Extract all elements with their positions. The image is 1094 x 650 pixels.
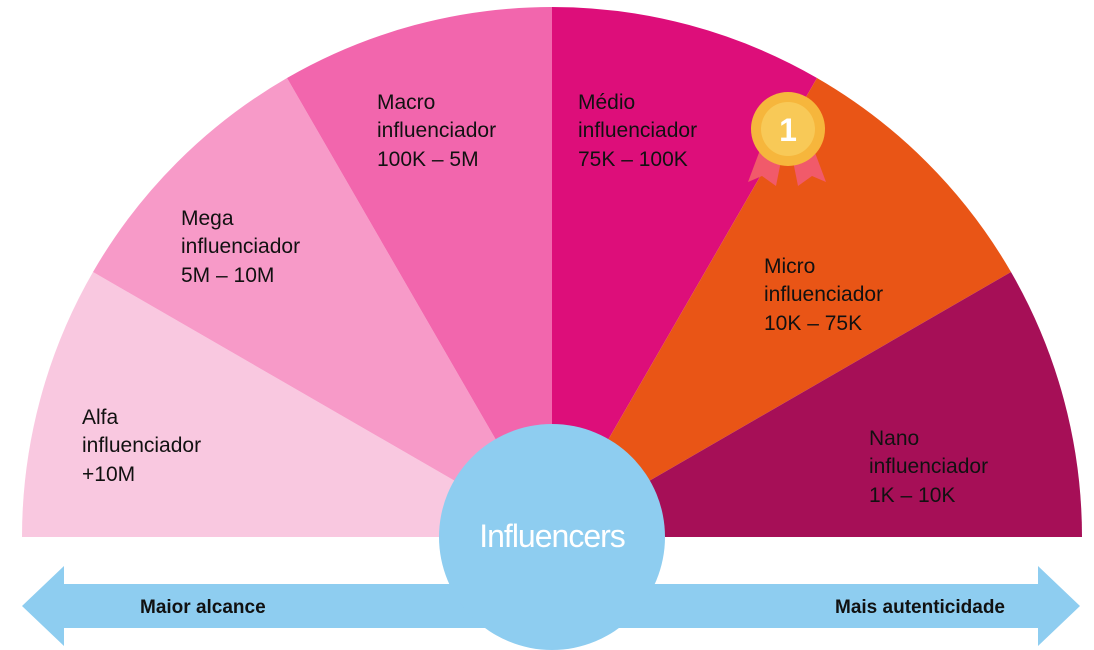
segment-medio xyxy=(552,6,817,537)
arrow-left-label: Maior alcance xyxy=(140,597,266,618)
arrow-right-label: Mais autenticidade xyxy=(835,597,1005,618)
segment-macro xyxy=(287,6,552,537)
segment-range: +10M xyxy=(82,463,135,486)
segment-label-alfa: Alfa influenciador +10M xyxy=(82,406,201,486)
segment-subtitle: influenciador xyxy=(377,119,496,142)
segment-subtitle: influenciador xyxy=(869,455,988,478)
segment-nano xyxy=(552,272,1082,537)
segment-range: 1K – 10K xyxy=(869,484,955,507)
segment-label-micro: Micro influenciador 10K – 75K xyxy=(764,255,883,335)
segment-range: 75K – 100K xyxy=(578,148,688,171)
segment-label-macro: Macro influenciador 100K – 5M xyxy=(377,91,496,171)
segment-subtitle: influenciador xyxy=(181,235,300,258)
segment-mega xyxy=(93,78,552,537)
segment-alfa xyxy=(21,272,552,537)
segments-group xyxy=(21,6,1082,537)
medal-number: 1 xyxy=(779,112,797,148)
segment-title: Micro xyxy=(764,255,815,278)
center-label: Influencers xyxy=(479,518,625,554)
medal-inner-disc xyxy=(761,102,815,156)
segment-title: Nano xyxy=(869,427,919,450)
segment-range: 5M – 10M xyxy=(181,264,274,287)
center-circle xyxy=(439,424,665,650)
first-place-medal-icon: 1 xyxy=(748,92,826,186)
segment-micro xyxy=(552,78,1011,537)
segment-label-nano: Nano influenciador 1K – 10K xyxy=(869,427,988,507)
segment-title: Macro xyxy=(377,91,435,114)
segment-subtitle: influenciador xyxy=(764,283,883,306)
segment-title: Médio xyxy=(578,91,635,114)
segment-label-mega: Mega influenciador 5M – 10M xyxy=(181,207,300,287)
segment-subtitle: influenciador xyxy=(578,119,697,142)
segment-title: Mega xyxy=(181,207,234,230)
segment-range: 100K – 5M xyxy=(377,148,479,171)
segment-range: 10K – 75K xyxy=(764,312,862,335)
segment-subtitle: influenciador xyxy=(82,434,201,457)
segment-label-medio: Médio influenciador 75K – 100K xyxy=(578,91,697,171)
segment-title: Alfa xyxy=(82,406,119,429)
